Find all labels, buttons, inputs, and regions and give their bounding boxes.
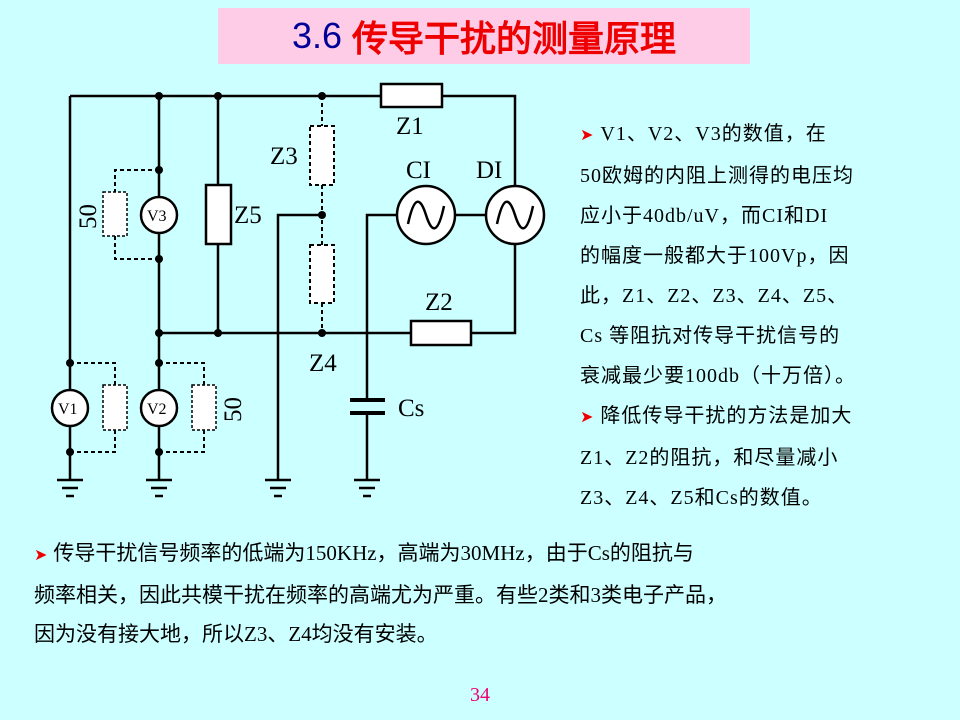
v1-meter — [50, 388, 90, 428]
z1-impedance — [379, 82, 444, 109]
v2-label: V2 — [147, 401, 167, 418]
ci-source-icon — [395, 184, 457, 246]
slide-title: 3.6 传导干扰的测量原理 — [218, 8, 750, 64]
di-source-icon — [484, 184, 546, 246]
note-line: ➤降低传导干扰的方法是加大 — [580, 405, 853, 427]
z2-label: Z2 — [425, 289, 453, 316]
note-line: 因为没有接大地，所以Z3、Z4均没有安装。 — [34, 622, 438, 646]
v1-label: V1 — [58, 401, 78, 418]
r50-bottom-label: 50 — [220, 397, 247, 422]
title-text: 传导干扰的测量原理 — [352, 19, 677, 59]
arrow-bullet-icon: ➤ — [580, 127, 595, 144]
note-line: 此，Z1、Z2、Z3、Z4、Z5、 — [580, 285, 849, 307]
dashed-wires — [70, 96, 323, 453]
wires — [68, 94, 517, 480]
note-line: 衰减最少要100db（十万倍）。 — [580, 365, 856, 387]
r50-v3 — [102, 191, 128, 237]
z3-impedance — [309, 125, 335, 186]
note-line: 50欧姆的内阻上测得的电压均 — [580, 165, 854, 187]
z5-impedance — [204, 183, 233, 246]
page-number: 34 — [470, 684, 490, 706]
v2-meter — [139, 388, 179, 428]
di-label: DI — [476, 157, 502, 184]
bottom-notes: ➤传导干扰信号频率的低端为150KHz，高端为30MHz，由于Cs的阻抗与 频率… — [34, 534, 934, 655]
cs-label: Cs — [398, 395, 424, 422]
junction-dots — [66, 92, 326, 456]
note-line: 的幅度一般都大于100Vp，因 — [580, 245, 850, 267]
note-line: ➤传导干扰信号频率的低端为150KHz，高端为30MHz，由于Cs的阻抗与 — [34, 541, 694, 565]
r50-v1 — [102, 384, 128, 431]
r50-top-label: 50 — [75, 204, 102, 229]
z3-label: Z3 — [270, 143, 298, 170]
z4-label: Z4 — [309, 350, 337, 377]
v3-label: V3 — [147, 208, 167, 225]
ci-label: CI — [406, 157, 431, 184]
v3-meter — [139, 195, 179, 235]
cs-capacitor-icon — [350, 398, 385, 415]
note-line: 频率相关，因此共模干扰在频率的高端尤为严重。有些2类和3类电子产品， — [34, 582, 727, 607]
title-number: 3.6 — [291, 15, 343, 56]
note-line: 应小于40db/uV，而CI和DI — [580, 205, 829, 227]
arrow-bullet-icon: ➤ — [580, 409, 595, 426]
z4-impedance — [309, 244, 335, 304]
note-line: Z1、Z2的阻抗，和尽量减小 — [580, 447, 839, 469]
note-line: Cs 等阻抗对传导干扰信号的 — [580, 325, 841, 347]
arrow-bullet-icon: ➤ — [34, 547, 48, 564]
z1-label: Z1 — [396, 113, 424, 140]
right-notes: ➤V1、V2、V3的数值，在 50欧姆的内阻上测得的电压均 应小于40db/uV… — [580, 114, 940, 518]
note-line: ➤V1、V2、V3的数值，在 — [580, 123, 827, 145]
z2-impedance — [409, 319, 473, 347]
ground-icons — [57, 478, 380, 498]
note-line: Z3、Z4、Z5和Cs的数值。 — [580, 487, 823, 509]
r50-v2 — [191, 384, 217, 431]
z5-label: Z5 — [234, 202, 262, 229]
